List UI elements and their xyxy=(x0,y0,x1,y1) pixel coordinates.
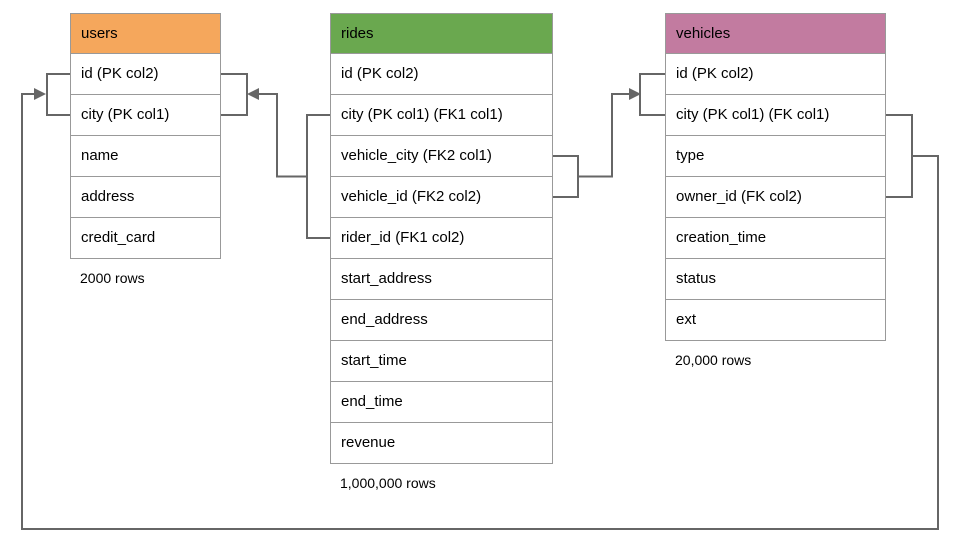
table-users-row-address: address xyxy=(71,176,220,217)
users-left-bracket xyxy=(46,73,70,116)
table-vehicles-row-type: type xyxy=(666,135,885,176)
table-rides-box: rides id (PK col2) city (PK col1) (FK1 c… xyxy=(330,13,553,464)
connector-line xyxy=(578,93,629,178)
connector-rides-to-users xyxy=(221,73,330,239)
table-rides-row-id: id (PK col2) xyxy=(331,53,552,94)
table-vehicles-title: vehicles xyxy=(666,14,885,53)
vehicles-right-bracket xyxy=(886,114,913,198)
connector-line xyxy=(258,93,307,178)
table-vehicles: vehicles id (PK col2) city (PK col1) (FK… xyxy=(665,13,886,368)
connector-rides-to-vehicles xyxy=(553,73,665,198)
table-users-row-city: city (PK col1) xyxy=(71,94,220,135)
rides-left-bracket xyxy=(306,114,330,239)
table-users-row-id: id (PK col2) xyxy=(71,53,220,94)
connector-line xyxy=(21,93,939,530)
table-rides-row-start-address: start_address xyxy=(331,258,552,299)
table-users-box: users id (PK col2) city (PK col1) name a… xyxy=(70,13,221,259)
arrowhead-into-users-icon xyxy=(247,88,259,100)
table-rides-row-city: city (PK col1) (FK1 col1) xyxy=(331,94,552,135)
table-vehicles-row-creation-time: creation_time xyxy=(666,217,885,258)
table-users-title: users xyxy=(71,14,220,53)
table-users: users id (PK col2) city (PK col1) name a… xyxy=(70,13,221,286)
users-right-bracket xyxy=(221,73,248,116)
table-vehicles-row-id: id (PK col2) xyxy=(666,53,885,94)
rides-right-bracket xyxy=(553,155,579,198)
arrowhead-into-users-left-icon xyxy=(34,88,46,100)
table-vehicles-row-ext: ext xyxy=(666,299,885,340)
arrowhead-into-vehicles-icon xyxy=(629,88,641,100)
table-rides-row-vehicle-city: vehicle_city (FK2 col1) xyxy=(331,135,552,176)
table-rides-row-revenue: revenue xyxy=(331,422,552,463)
table-rides-rowcount: 1,000,000 rows xyxy=(340,475,436,491)
table-rides: rides id (PK col2) city (PK col1) (FK1 c… xyxy=(330,13,553,491)
table-vehicles-rowcount: 20,000 rows xyxy=(675,352,752,368)
table-rides-row-end-address: end_address xyxy=(331,299,552,340)
table-vehicles-row-status: status xyxy=(666,258,885,299)
table-users-rowcount: 2000 rows xyxy=(80,270,145,286)
table-vehicles-box: vehicles id (PK col2) city (PK col1) (FK… xyxy=(665,13,886,341)
table-rides-row-end-time: end_time xyxy=(331,381,552,422)
vehicles-left-bracket xyxy=(639,73,665,116)
table-users-row-name: name xyxy=(71,135,220,176)
table-vehicles-row-city: city (PK col1) (FK col1) xyxy=(666,94,885,135)
table-rides-title: rides xyxy=(331,14,552,53)
table-rides-row-rider-id: rider_id (FK1 col2) xyxy=(331,217,552,258)
table-rides-row-start-time: start_time xyxy=(331,340,552,381)
table-vehicles-row-owner-id: owner_id (FK col2) xyxy=(666,176,885,217)
table-rides-row-vehicle-id: vehicle_id (FK2 col2) xyxy=(331,176,552,217)
table-users-row-credit-card: credit_card xyxy=(71,217,220,258)
connector-vehicles-to-users xyxy=(21,73,939,530)
